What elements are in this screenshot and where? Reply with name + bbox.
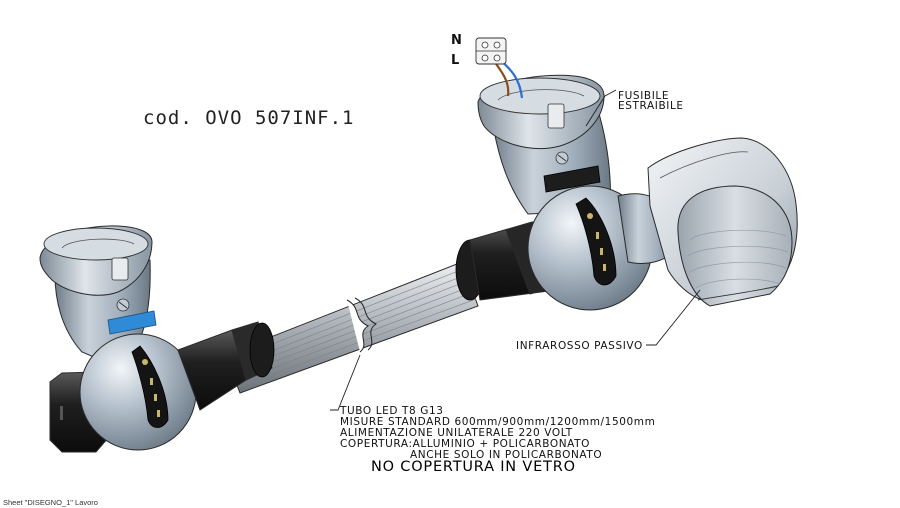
tube-note-type: TUBO LED T8 G13 [339,405,444,417]
glass-note: NO COPERTURA IN VETRO [371,459,576,475]
tube-note-sizes: MISURE STANDARD 600mm/900mm/1200mm/1500m… [340,416,655,428]
sensor-leader [646,289,701,346]
product-code: cod. OVO 507INF.1 [143,107,354,129]
terminal-l-label: L [451,53,459,68]
fuse-leader [585,89,617,127]
terminal-n-label: N [451,33,462,48]
tube-note-power: ALIMENTAZIONE UNILATERALE 220 VOLT [340,427,573,439]
tube-notes: TUBO LED T8 G13 MISURE STANDARD 600mm/90… [339,405,655,461]
blue-accent-label [107,310,157,335]
tube-leader [330,354,361,411]
fuse-label-line2: ESTRAIBILE [618,100,684,112]
brand-logo-right [587,213,606,271]
sensor-label: INFRAROSSO PASSIVO [516,340,643,352]
sheet-label: Sheet "DISEGNO_1" Lavoro [3,498,98,507]
pir-sensor [617,137,798,307]
led-tube [224,261,479,394]
terminal-block [475,37,524,99]
brand-logo-left [142,359,160,417]
leader-lines [330,89,701,411]
left-end-cap [39,225,275,453]
tube-note-cover: COPERTURA:ALLUMINIO + POLICARBONATO [340,438,590,450]
tube-note-cover-alt: ANCHE SOLO IN POLICARBONATO [410,449,602,461]
fuse-label-line1: FUSIBILE [618,90,669,102]
